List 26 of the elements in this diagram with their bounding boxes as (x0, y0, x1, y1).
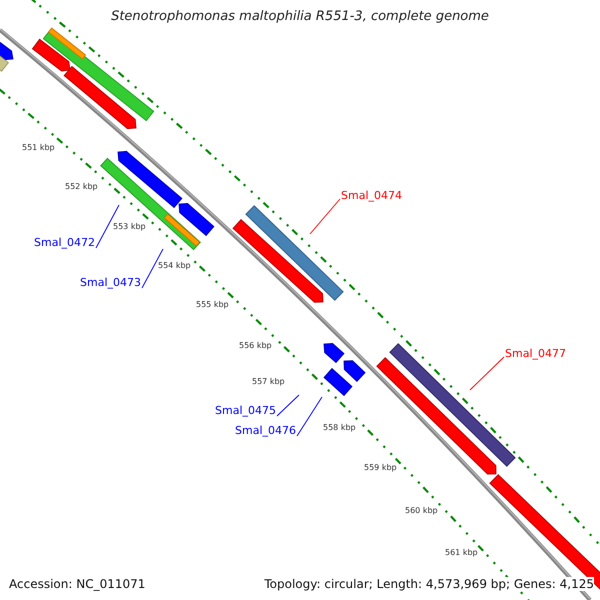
gene-label: Smal_0472 (34, 236, 95, 249)
leader-line (470, 356, 504, 390)
position-label: 551 kbp (22, 143, 55, 153)
position-label: 554 kbp (158, 261, 191, 271)
gene-label: Smal_0476 (235, 424, 296, 437)
accession-text: Accession: NC_011071 (9, 577, 146, 591)
leader-line (96, 204, 120, 248)
position-label: 553 kbp (113, 222, 146, 232)
position-label: 558 kbp (323, 423, 356, 433)
leader-line (310, 198, 340, 234)
gene-label: Smal_0477 (505, 347, 566, 360)
position-label: 555 kbp (196, 300, 229, 310)
leader-line (142, 248, 164, 288)
gene-label: Smal_0475 (215, 404, 276, 417)
leader-line (296, 396, 322, 436)
gene-label: Smal_0474 (341, 189, 402, 202)
position-label: 560 kbp (405, 506, 438, 516)
position-label: 559 kbp (364, 463, 397, 473)
position-label: 556 kbp (239, 341, 272, 351)
gene-label: Smal_0473 (80, 276, 141, 289)
position-label: 561 kbp (445, 548, 478, 558)
map-title: Stenotrophomonas maltophilia R551-3, complete genome (110, 9, 490, 24)
position-label: 557 kbp (252, 377, 285, 387)
position-label: 552 kbp (65, 182, 98, 192)
genome-info-text: Topology: circular; Length: 4,573,969 bp; Genes: 4,125 (264, 577, 594, 591)
leader-line (276, 394, 300, 416)
